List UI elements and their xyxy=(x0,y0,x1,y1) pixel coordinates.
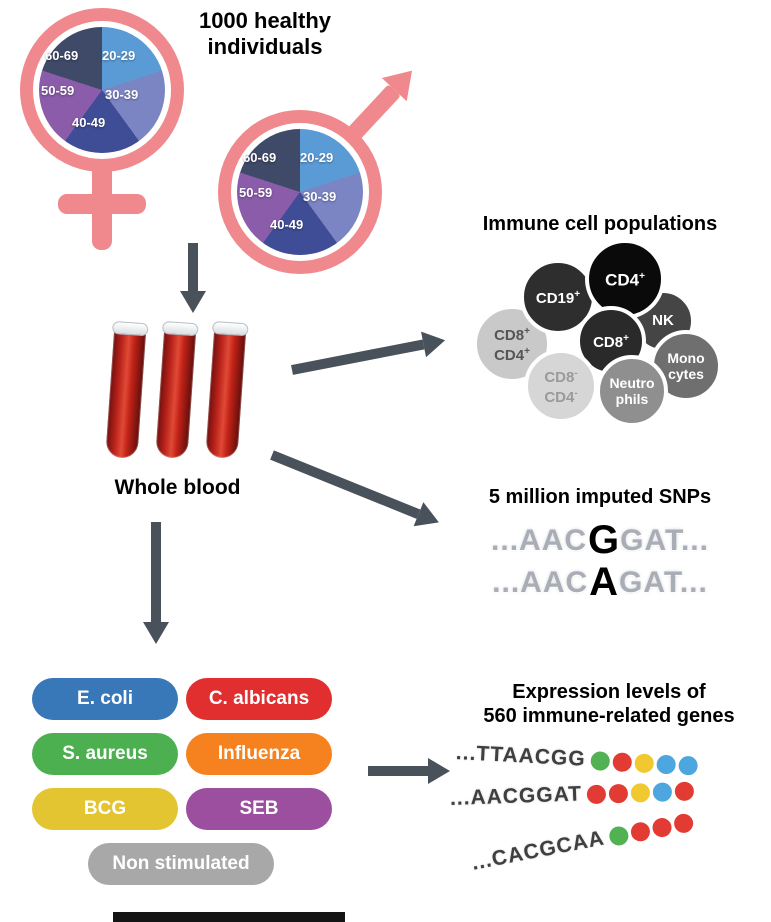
snp-sequence-post: GAT... xyxy=(620,523,709,557)
gene-sequence-text: ...AACGGAT xyxy=(449,782,583,810)
blood-tubes-group xyxy=(105,320,268,470)
tube-rim xyxy=(161,320,199,337)
gene-sequence-1: ...TTAACGG xyxy=(455,741,701,778)
snp-variant-allele: A xyxy=(589,560,619,604)
tube-rim xyxy=(111,320,149,337)
gene-sequence-text: ...CACGCAA xyxy=(469,826,607,875)
pie-label-60-69: 60-69 xyxy=(45,48,79,63)
expression-bead xyxy=(584,781,609,806)
pie-label-20-29: 20-29 xyxy=(102,48,136,63)
expression-bead xyxy=(609,749,635,774)
expression-title-line2: 560 immune-related genes xyxy=(483,705,735,727)
expression-bead xyxy=(628,780,653,805)
arrow-blood-to-stimuli xyxy=(143,522,169,644)
stimulus-non-stimulated: Non stimulated xyxy=(88,843,274,885)
female-cross-bar xyxy=(58,194,146,214)
expression-title-line1: Expression levels of xyxy=(512,681,706,703)
bottom-crop-bar xyxy=(113,912,345,922)
blood-tube-icon xyxy=(103,320,149,459)
pie-label-50-59: 50-59 xyxy=(41,83,75,98)
page-title-line1: 1000 healthy xyxy=(198,8,332,33)
expression-bead xyxy=(650,779,675,804)
arrow-head-icon xyxy=(428,758,450,784)
pie-label-50-59: 50-59 xyxy=(239,185,273,200)
arrow-blood-to-snps xyxy=(267,443,444,535)
expression-bead xyxy=(626,817,654,845)
snp-sequence-post: GAT... xyxy=(619,565,708,599)
arrow-head-icon xyxy=(180,291,206,313)
page-title-line2: individuals xyxy=(207,33,323,59)
arrow-stimuli-to-expression xyxy=(368,758,450,784)
expression-bead xyxy=(675,753,701,778)
pie-label-40-49: 40-49 xyxy=(72,115,106,130)
snp-sequence-pre: ...AAC xyxy=(491,523,588,557)
pie-label-20-29: 20-29 xyxy=(300,150,334,165)
arrow-shaft xyxy=(270,450,421,519)
arrow-head-icon xyxy=(421,327,448,358)
tube-blood xyxy=(205,329,247,459)
tube-rim xyxy=(211,320,249,337)
arrow-shaft xyxy=(151,522,161,622)
cell-cd8neg-cd4neg: CD8- CD4- xyxy=(524,349,598,423)
snp-variant-allele: G xyxy=(588,518,620,562)
gene-sequence-3: ...CACGCAA xyxy=(470,809,697,876)
stimulus-calbicans: C. albicans xyxy=(186,678,332,720)
expression-bead xyxy=(648,813,676,841)
arrow-individuals-to-blood xyxy=(180,243,206,313)
expression-bead xyxy=(669,809,697,837)
male-age-pie-chart: 20-29 30-39 40-49 50-59 60-69 xyxy=(237,129,363,255)
tube-blood xyxy=(105,329,147,459)
stimulus-influenza: Influenza xyxy=(186,733,332,775)
arrow-shaft xyxy=(368,766,428,776)
female-ring: 20-29 30-39 40-49 50-59 60-69 xyxy=(20,8,184,172)
arrow-blood-to-cells xyxy=(290,327,448,382)
expression-bead xyxy=(606,781,631,806)
pie-label-60-69: 60-69 xyxy=(243,150,277,165)
male-symbol: 20-29 30-39 40-49 50-59 60-69 xyxy=(218,59,433,285)
expression-title: Expression levels of 560 immune-related … xyxy=(448,680,770,728)
blood-tube-icon xyxy=(153,320,199,459)
pie-label-40-49: 40-49 xyxy=(270,217,304,232)
page-title: 1000 healthy individuals xyxy=(185,8,345,60)
expression-bead xyxy=(587,748,613,773)
blood-tube-icon xyxy=(203,320,249,459)
snp-sequence-pre: ...AAC xyxy=(492,565,589,599)
cell-cd4: CD4+ xyxy=(585,239,665,319)
immune-cells-title: Immune cell populations xyxy=(482,213,718,235)
arrow-head-icon xyxy=(143,622,169,644)
arrow-shaft xyxy=(291,339,425,375)
pie-label-30-39: 30-39 xyxy=(105,87,139,102)
female-symbol: 20-29 30-39 40-49 50-59 60-69 xyxy=(18,8,223,253)
pie-label-30-39: 30-39 xyxy=(303,189,337,204)
gene-sequence-2: ...AACGGAT xyxy=(450,778,697,811)
female-age-pie-chart: 20-29 30-39 40-49 50-59 60-69 xyxy=(39,27,165,153)
arrow-shaft xyxy=(188,243,198,291)
stimulus-saureus: S. aureus xyxy=(32,733,178,775)
stimulus-seb: SEB xyxy=(186,788,332,830)
male-ring: 20-29 30-39 40-49 50-59 60-69 xyxy=(218,110,382,274)
expression-bead xyxy=(672,778,697,803)
snp-title: 5 million imputed SNPs xyxy=(488,486,712,508)
expression-bead xyxy=(653,751,679,777)
expression-bead xyxy=(631,750,657,775)
tube-blood xyxy=(155,329,197,459)
stimulus-ecoli: E. coli xyxy=(32,678,178,720)
expression-bead xyxy=(605,822,633,849)
cell-neutrophils: Neutro phils xyxy=(596,355,668,427)
stimulus-bcg: BCG xyxy=(32,788,178,830)
arrow-head-icon xyxy=(413,502,444,535)
gene-sequence-text: ...TTAACGG xyxy=(455,741,587,771)
immune-cell-cluster: CD8+ CD4+ CD19+ NK CD4+ CD8+ Mono cytes … xyxy=(470,239,730,435)
whole-blood-label: Whole blood xyxy=(114,476,241,499)
